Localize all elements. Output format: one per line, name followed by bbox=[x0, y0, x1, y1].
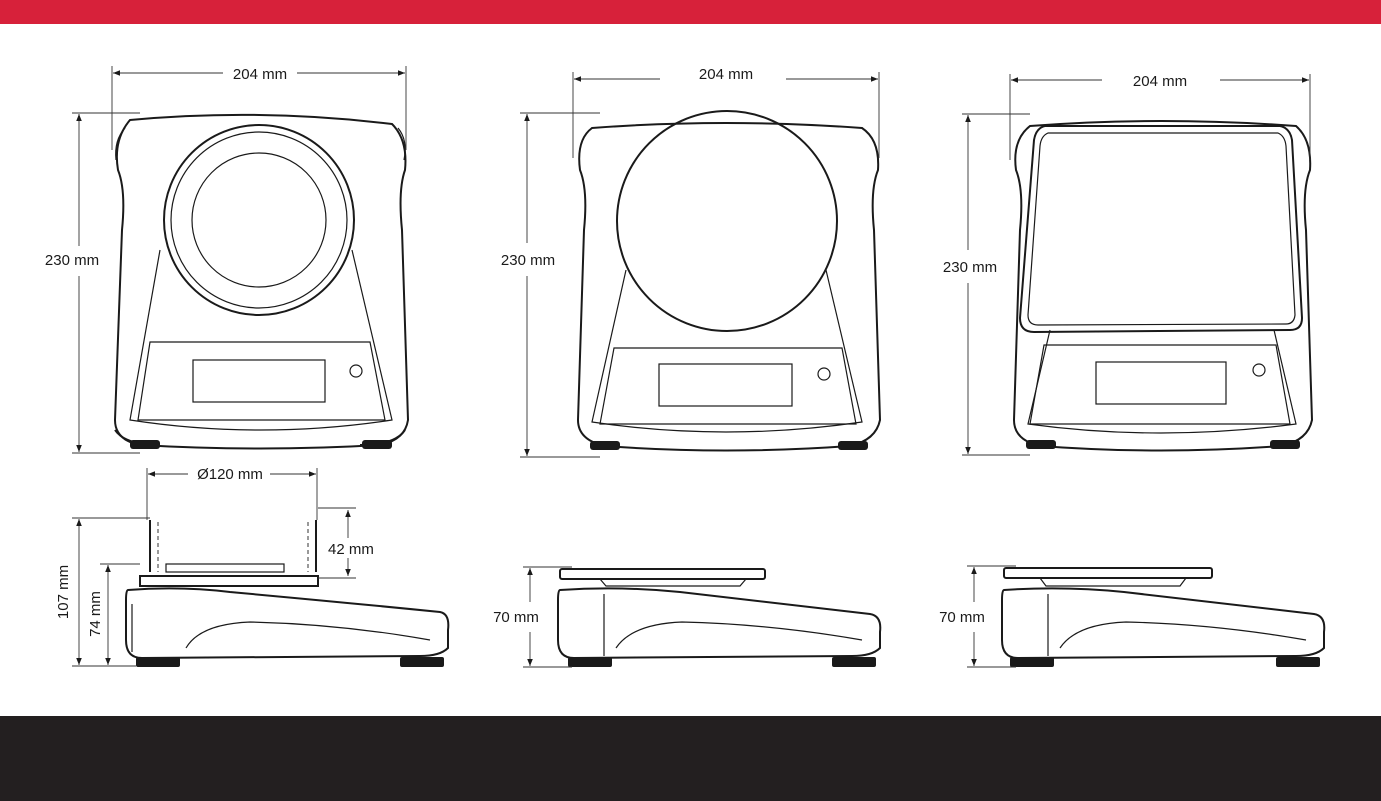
side-view-draftshield: Ø120 mm 42 mm 107 mm 74 mm bbox=[55, 466, 450, 667]
side1-shield-height-label: 42 mm bbox=[328, 541, 374, 558]
bottom-footer-bar bbox=[0, 716, 1381, 801]
front2-width-label: 204 mm bbox=[699, 66, 753, 83]
front3-width-label: 204 mm bbox=[1133, 73, 1187, 90]
side1-total-height-label: 107 mm bbox=[55, 565, 72, 619]
front-view-square-pan: 204 mm 230 mm bbox=[943, 73, 1314, 456]
side2-height-label: 70 mm bbox=[493, 609, 539, 626]
front2-height-label: 230 mm bbox=[501, 252, 555, 269]
front1-width-label: 204 mm bbox=[233, 66, 287, 83]
side-view-round-pan: 70 mm bbox=[493, 566, 882, 668]
front-view-round-pan: 204 mm 230 mm bbox=[501, 66, 882, 458]
side1-diameter-label: Ø120 mm bbox=[197, 466, 263, 483]
top-accent-bar bbox=[0, 0, 1381, 24]
front-view-draftshield: 204 mm 230 mm bbox=[45, 66, 410, 454]
side-view-square-pan: 70 mm bbox=[939, 565, 1326, 668]
side1-base-height-label: 74 mm bbox=[87, 591, 104, 637]
front3-height-label: 230 mm bbox=[943, 259, 997, 276]
side3-height-label: 70 mm bbox=[939, 609, 985, 626]
front1-height-label: 230 mm bbox=[45, 252, 99, 269]
